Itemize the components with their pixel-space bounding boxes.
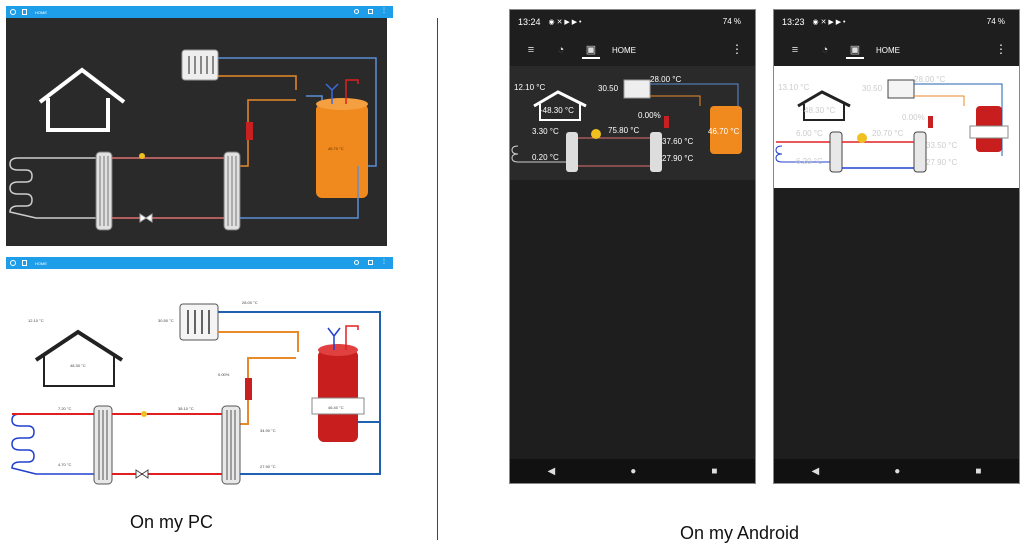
svg-text:-48.30 °C: -48.30 °C bbox=[540, 106, 574, 115]
svg-text:33.50 °C: 33.50 °C bbox=[926, 141, 957, 150]
recents-icon-2[interactable]: ■ bbox=[975, 465, 982, 477]
svg-text:6.20 °C: 6.20 °C bbox=[796, 157, 823, 166]
chat-icon[interactable] bbox=[368, 9, 373, 14]
more-icon[interactable]: ⋮ bbox=[381, 8, 387, 14]
pc-light-title: HOME bbox=[35, 260, 47, 266]
battery-1: 74 % bbox=[722, 17, 741, 26]
svg-text:30.50 °C: 30.50 °C bbox=[158, 318, 174, 323]
home-tab-icon-android-2[interactable]: ▣ bbox=[846, 41, 864, 59]
more-icon-2[interactable]: ⋮ bbox=[381, 259, 387, 265]
svg-text:28.00 °C: 28.00 °C bbox=[242, 300, 258, 305]
home-icon-1[interactable]: ● bbox=[630, 465, 637, 477]
search-icon[interactable] bbox=[354, 9, 359, 14]
android-canvas-2: 13.10 °C 48.30 °C 30.50 28.00 °C 0.00% 6… bbox=[774, 66, 1019, 188]
home-tab-icon[interactable] bbox=[22, 9, 27, 15]
pc-light-appbar: HOME ⋮ bbox=[6, 257, 393, 269]
nav-bar-2: ◀ ● ■ bbox=[774, 459, 1019, 483]
notification-icons-2: ◉ ✕ ▶ ▶ • bbox=[812, 19, 846, 26]
android-caption: On my Android bbox=[680, 523, 800, 543]
status-bar-2: 13:23 ◉ ✕ ▶ ▶ • 74 % bbox=[774, 10, 1019, 34]
clock-2: 13:23 bbox=[782, 17, 805, 27]
home-icon-2[interactable]: ● bbox=[894, 465, 901, 477]
svg-text:48.30 °C: 48.30 °C bbox=[804, 106, 835, 115]
svg-text:13.10 °C: 13.10 °C bbox=[778, 83, 809, 92]
recents-icon-1[interactable]: ■ bbox=[711, 465, 718, 477]
svg-text:0.00%: 0.00% bbox=[902, 113, 925, 122]
svg-text:30.50: 30.50 bbox=[862, 84, 883, 93]
menu-icon-2[interactable]: ≡ bbox=[791, 44, 799, 56]
svg-text:27.90 °C: 27.90 °C bbox=[926, 158, 957, 167]
dashboard-icon[interactable] bbox=[10, 9, 16, 15]
svg-text:75.80 °C: 75.80 °C bbox=[608, 126, 639, 135]
valve-icon-light bbox=[135, 469, 149, 479]
svg-text:38.10 °C: 38.10 °C bbox=[178, 406, 194, 411]
flow-indicator bbox=[139, 153, 145, 159]
svg-text:28.00 °C: 28.00 °C bbox=[914, 75, 945, 84]
pump-icon bbox=[246, 122, 253, 140]
house-temp: 48.30 °C bbox=[70, 363, 86, 368]
dashboard-icon-2[interactable] bbox=[10, 260, 16, 266]
app-bar-1: ≡ ◔ ▣ HOME ⋮ bbox=[510, 34, 755, 66]
svg-text:0.00%: 0.00% bbox=[218, 372, 230, 377]
svg-text:3.30 °C: 3.30 °C bbox=[532, 127, 559, 136]
pc-dark-appbar: HOME ⋮ bbox=[6, 6, 393, 18]
svg-text:46.70 °C: 46.70 °C bbox=[708, 127, 739, 136]
svg-text:6.00 °C: 6.00 °C bbox=[796, 129, 823, 138]
nav-bar-1: ◀ ● ■ bbox=[510, 459, 755, 483]
svg-text:34.90 °C: 34.90 °C bbox=[260, 428, 276, 433]
radiator-top-light bbox=[179, 303, 219, 341]
android-phone-1: 13:24 ◉ ✕ ▶ ▶ • 74 % ≡ ◔ ▣ HOME ⋮ 12.10 … bbox=[509, 9, 756, 484]
valve-icon bbox=[139, 213, 153, 223]
svg-text:27.90 °C: 27.90 °C bbox=[662, 154, 693, 163]
house-icon bbox=[38, 67, 126, 104]
home-tab-2[interactable]: HOME bbox=[876, 45, 900, 55]
pc-dark-canvas: 46.70 °C bbox=[6, 18, 387, 246]
more-icon-android-2[interactable]: ⋮ bbox=[995, 42, 1007, 56]
svg-text:20.70 °C: 20.70 °C bbox=[872, 129, 903, 138]
gauge-icon-1[interactable]: ◔ bbox=[557, 44, 565, 56]
notification-icons-1: ◉ ✕ ▶ ▶ • bbox=[548, 19, 582, 26]
tank-light bbox=[318, 350, 358, 442]
status-bar-1: 13:24 ◉ ✕ ▶ ▶ • 74 % bbox=[510, 10, 755, 34]
gauge-icon-2[interactable]: ◔ bbox=[821, 44, 829, 56]
battery-2: 74 % bbox=[986, 17, 1005, 26]
clock-1: 13:24 bbox=[518, 17, 541, 27]
app-bar-2: ≡ ◔ ▣ HOME ⋮ bbox=[774, 34, 1019, 66]
back-icon-1[interactable]: ◀ bbox=[547, 465, 556, 477]
pc-dark-title: HOME bbox=[35, 9, 47, 15]
home-tab-icon-2[interactable] bbox=[22, 260, 27, 266]
house-icon-light bbox=[34, 329, 124, 362]
tank-dark bbox=[316, 104, 368, 198]
pump-icon-light bbox=[245, 378, 252, 400]
svg-text:7.20 °C: 7.20 °C bbox=[58, 406, 71, 411]
pc-light-canvas: 48.30 °C 12.10 °C 30.50 °C 28.00 °C 0.00… bbox=[6, 270, 387, 496]
svg-text:0.20 °C: 0.20 °C bbox=[532, 153, 559, 162]
search-icon-2[interactable] bbox=[354, 260, 359, 265]
svg-text:4.70 °C: 4.70 °C bbox=[58, 462, 71, 467]
back-icon-2[interactable]: ◀ bbox=[811, 465, 820, 477]
svg-text:30.50: 30.50 bbox=[598, 84, 619, 93]
pc-caption: On my PC bbox=[130, 512, 214, 532]
android-phone-2: 13:23 ◉ ✕ ▶ ▶ • 74 % ≡ ◔ ▣ HOME ⋮ 13.10 … bbox=[773, 9, 1020, 484]
radiator-top bbox=[181, 49, 219, 81]
svg-text:28.00 °C: 28.00 °C bbox=[650, 75, 681, 84]
tank-dark-label: 46.70 °C bbox=[328, 146, 344, 151]
more-icon-android-1[interactable]: ⋮ bbox=[731, 42, 743, 56]
outside-temp: 12.10 °C bbox=[28, 318, 44, 323]
tank-light-label: 46.40 °C bbox=[328, 405, 344, 410]
divider-line bbox=[437, 18, 438, 540]
svg-text:0.00%: 0.00% bbox=[638, 111, 661, 120]
home-tab-icon-android-1[interactable]: ▣ bbox=[582, 41, 600, 59]
svg-text:37.60 °C: 37.60 °C bbox=[662, 137, 693, 146]
home-tab-1[interactable]: HOME bbox=[612, 45, 636, 55]
svg-text:27.90 °C: 27.90 °C bbox=[260, 464, 276, 469]
android-canvas-1: 12.10 °C -48.30 °C 30.50 28.00 °C 0.00% … bbox=[510, 66, 755, 180]
menu-icon-1[interactable]: ≡ bbox=[527, 44, 535, 56]
chat-icon-2[interactable] bbox=[368, 260, 373, 265]
svg-text:12.10 °C: 12.10 °C bbox=[514, 83, 545, 92]
